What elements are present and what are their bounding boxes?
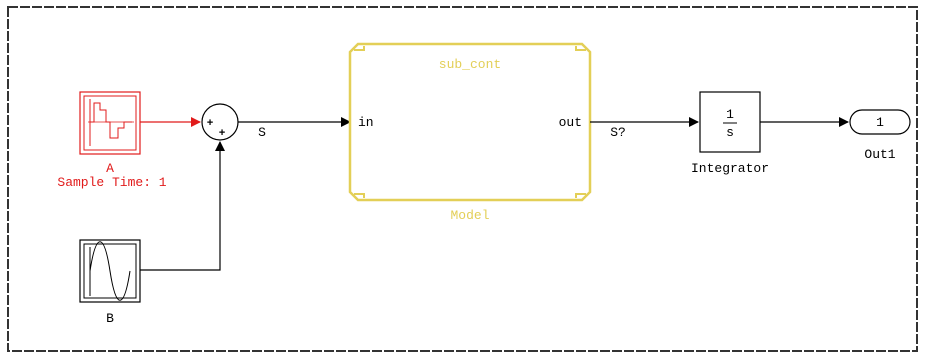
block-a[interactable]: A Sample Time: 1 (57, 91, 167, 190)
signal-s-out-label: S? (610, 125, 626, 140)
integrator-name: Integrator (691, 161, 769, 176)
integrator-numerator: 1 (726, 107, 734, 122)
model-out-port-label: out (559, 115, 582, 130)
block-b-name: B (106, 311, 114, 326)
integrator-denominator: s (726, 125, 734, 140)
model-block[interactable]: sub_cont in out Model (348, 42, 592, 223)
sum-sign-bottom: + (219, 128, 226, 140)
model-name: Model (450, 208, 489, 223)
sum-block[interactable]: + + (201, 103, 239, 141)
signal-b-to-sum[interactable] (140, 141, 225, 271)
block-b[interactable]: B (79, 239, 141, 326)
outport-name: Out1 (864, 147, 895, 162)
sine-wave-icon (89, 241, 131, 301)
outport-number: 1 (876, 115, 884, 130)
integrator-block[interactable]: 1 s Integrator (691, 91, 769, 176)
sum-sign-top: + (207, 118, 214, 130)
signal-s-label: S (258, 125, 266, 140)
model-title: sub_cont (439, 57, 501, 72)
model-in-port-label: in (358, 115, 374, 130)
outport-block[interactable]: 1 Out1 (849, 109, 911, 162)
outport-icon (849, 109, 911, 135)
block-a-name: A (106, 161, 114, 176)
signal-builder-icon (88, 99, 134, 146)
block-a-sample-time: Sample Time: 1 (57, 175, 166, 190)
diagram-frame (7, 6, 918, 352)
